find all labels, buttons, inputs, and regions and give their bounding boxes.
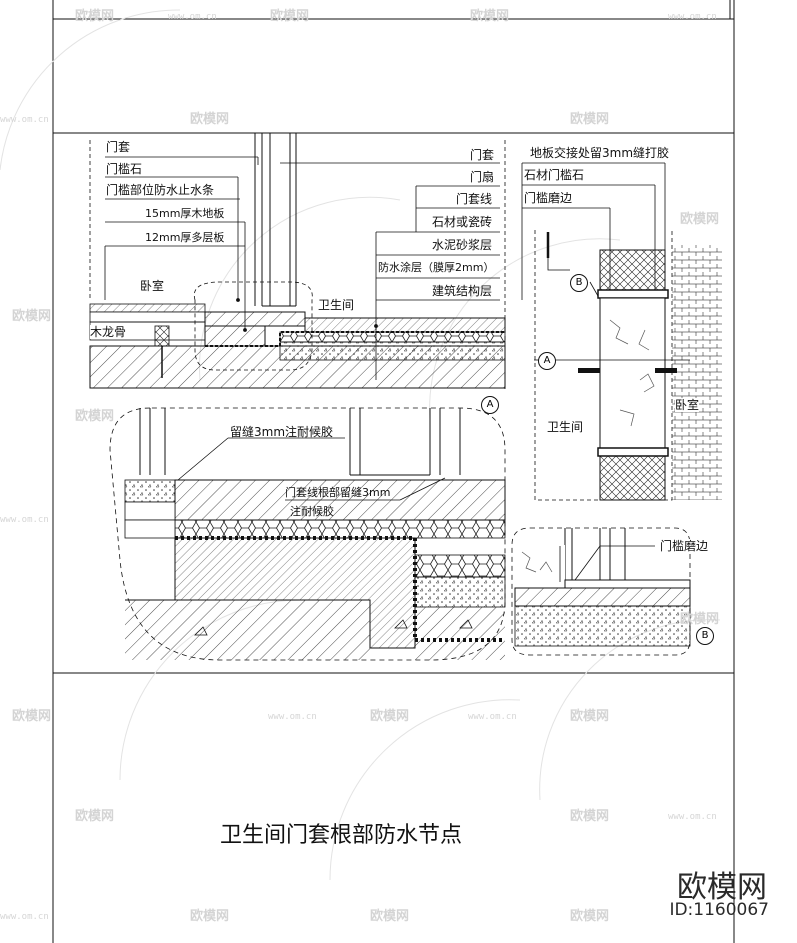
watermark-site: www.om.cn (0, 515, 49, 525)
enlarged-detail-drawing (109, 407, 506, 661)
watermark-id: ID:1160067 (669, 900, 769, 920)
watermark-site: www.om.cn (468, 712, 517, 722)
watermark-brand: 欧模网 (677, 870, 767, 905)
label-door-leaf: 门扇 (470, 170, 495, 184)
watermark-tile: 欧模网 (190, 909, 230, 924)
label-threshold-stone-left: 门槛石 (106, 162, 143, 176)
watermark-site: www.om.cn (668, 12, 717, 22)
watermark-site: www.om.cn (0, 912, 49, 922)
watermark-tile: 欧模网 (190, 112, 230, 127)
watermark-tile: 欧模网 (270, 9, 310, 24)
main-section-drawing (89, 133, 506, 390)
drawing-title: 卫生间门套根部防水节点 (220, 823, 463, 848)
watermark-tile: 欧模网 (75, 809, 115, 824)
note-sealant-gap: 留缝3mm注耐候胶 (230, 425, 334, 439)
watermark-tile: 欧模网 (370, 709, 410, 724)
label-door-casing-left: 门套 (106, 140, 131, 154)
watermark-tile: 欧模网 (12, 709, 52, 724)
plan-room-bedroom: 卧室 (675, 398, 700, 412)
watermark-tile: 欧模网 (75, 409, 115, 424)
label-waterproof-coat: 防水涂层（膜厚2mm） (378, 261, 495, 274)
note-trim-gap-line1: 门套线根部留缝3mm (285, 486, 391, 499)
label-floor-joint: 地板交接处留3mm缝打胶 (530, 146, 670, 160)
watermark-tile: 欧模网 (12, 309, 52, 324)
watermark-tile: 欧模网 (370, 909, 410, 924)
plan-tag-b: B (570, 274, 588, 292)
plan-room-bathroom: 卫生间 (547, 420, 584, 434)
room-label-bedroom: 卧室 (140, 279, 165, 293)
label-plywood: 12mm厚多层板 (145, 231, 225, 244)
label-structure: 建筑结构层 (432, 284, 493, 298)
sheet-frame (52, 0, 735, 943)
watermark-tile: 欧模网 (570, 112, 610, 127)
watermark-tile: 欧模网 (570, 709, 610, 724)
plan-view-drawing (521, 162, 722, 501)
watermark-site: www.om.cn (668, 812, 717, 822)
label-stone-threshold: 石材门槛石 (524, 168, 585, 182)
watermark-tile: 欧模网 (75, 9, 115, 24)
watermark-tile: 欧模网 (570, 909, 610, 924)
room-label-bathroom: 卫生间 (318, 298, 355, 312)
watermark-site: www.om.cn (268, 712, 317, 722)
watermark-tile: 欧模网 (680, 612, 720, 627)
plan-tag-a: A (538, 352, 556, 370)
label-waterstop-strip: 门槛部位防水止水条 (106, 183, 215, 197)
note-trim-gap-line2: 注耐候胶 (290, 505, 334, 518)
label-stone-tile: 石材或瓷砖 (432, 215, 493, 229)
watermark-site: www.om.cn (0, 115, 49, 125)
watermark-tile: 欧模网 (570, 809, 610, 824)
watermark-tile: 欧模网 (470, 9, 510, 24)
label-door-casing-right: 门套 (470, 148, 495, 162)
detail-b-tag: B (696, 627, 714, 645)
label-wood-joist: 木龙骨 (90, 325, 127, 339)
detail-b-drawing (511, 527, 691, 656)
label-casing-trim: 门套线 (456, 192, 493, 206)
watermark-site: www.om.cn (168, 12, 217, 22)
label-threshold-edge: 门槛磨边 (524, 191, 573, 205)
watermark-tile: 欧模网 (680, 212, 720, 227)
section-tag-a: A (481, 396, 499, 414)
label-wood-floor: 15mm厚木地板 (145, 207, 225, 220)
detail-b-label: 门槛磨边 (660, 539, 709, 553)
label-mortar: 水泥砂浆层 (432, 238, 493, 252)
